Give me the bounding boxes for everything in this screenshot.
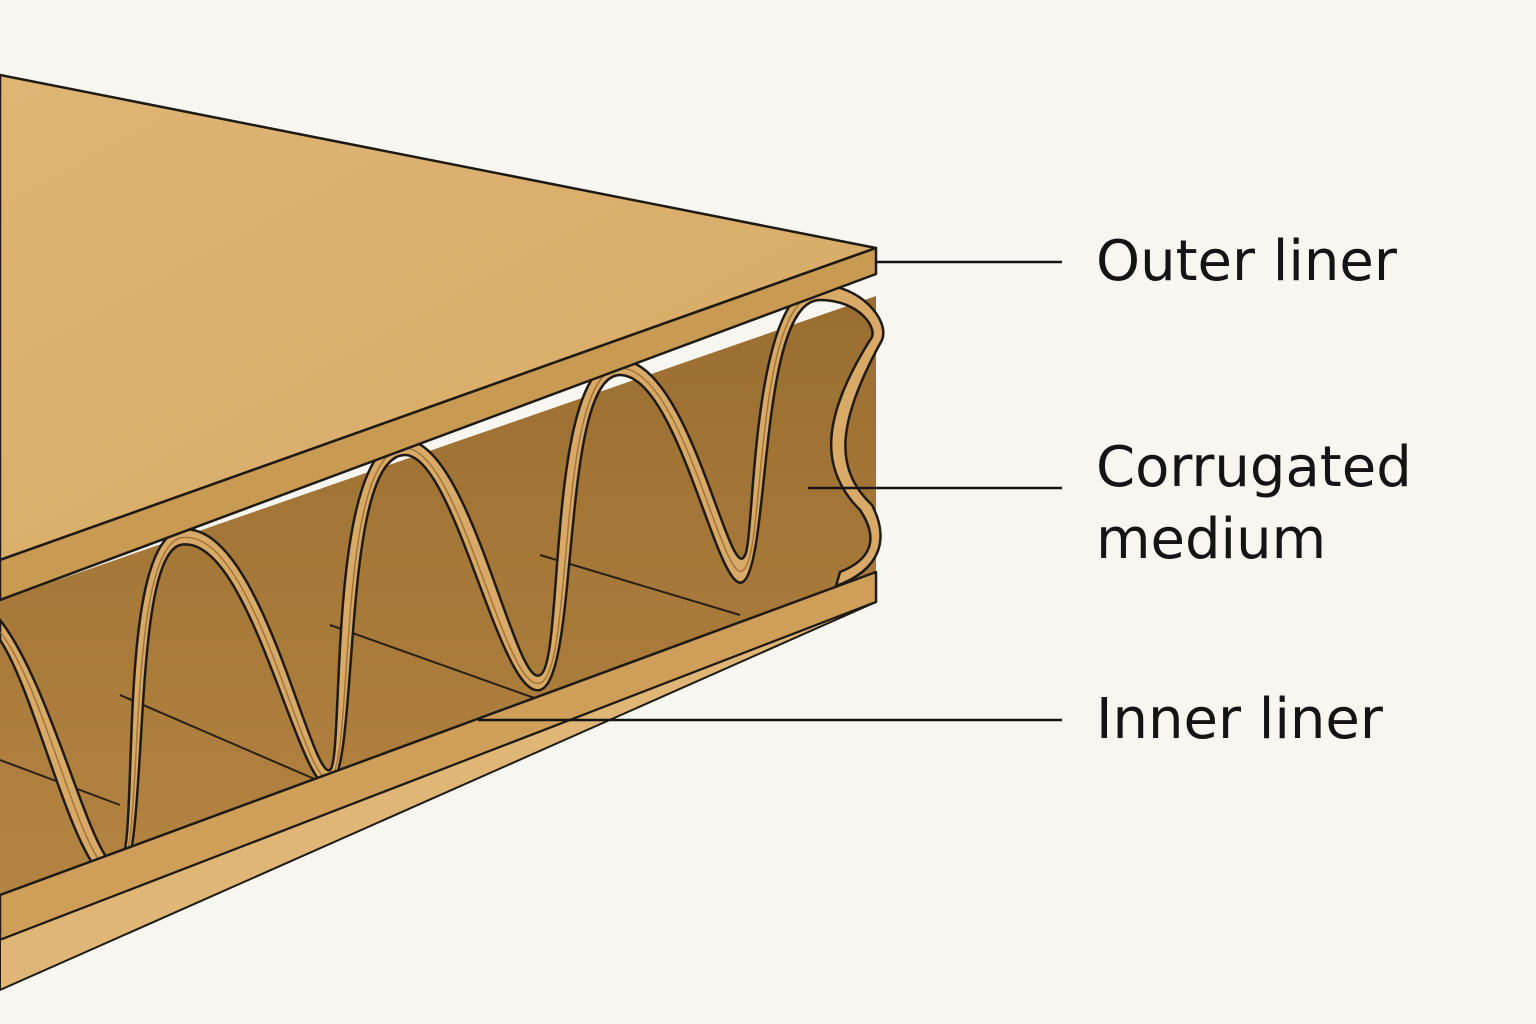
inner-liner-bottom-face — [0, 601, 877, 991]
outer-liner-edge — [0, 246, 878, 602]
label-inner-liner: Inner liner — [1096, 684, 1383, 756]
label-corrugated-medium-line2: medium — [1096, 507, 1327, 572]
flute-cavity — [0, 296, 876, 904]
label-corrugated-medium-line1: Corrugated — [1096, 435, 1412, 500]
label-corrugated-medium: Corrugated medium — [1096, 432, 1412, 576]
leader-lines — [478, 260, 1062, 722]
label-inner-liner-text: Inner liner — [1096, 687, 1383, 752]
label-outer-liner-text: Outer liner — [1096, 229, 1397, 294]
label-outer-liner: Outer liner — [1096, 226, 1397, 298]
